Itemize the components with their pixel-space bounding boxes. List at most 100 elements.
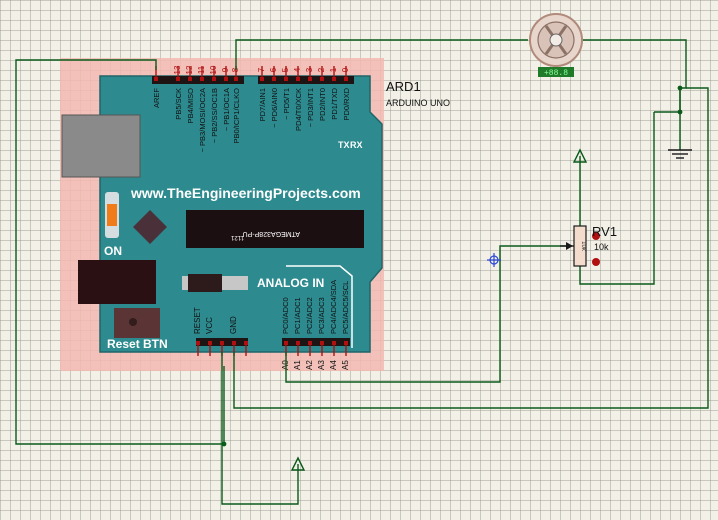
- power-terminal-top[interactable]: [572, 148, 588, 164]
- wire-vcc: [221, 352, 299, 505]
- wire-pot-wiper-a0: [285, 245, 572, 383]
- pin-pad[interactable]: [272, 77, 276, 81]
- pin-pad[interactable]: [284, 77, 288, 81]
- pin-pad[interactable]: [296, 77, 300, 81]
- power-pin-name: GND: [229, 316, 238, 334]
- junction-dot: [677, 85, 683, 91]
- digital-pin-name: PD2/INT0: [318, 88, 327, 121]
- pot-decrease-button[interactable]: [592, 258, 600, 266]
- pin-pad[interactable]: [224, 77, 228, 81]
- junction-dot: [677, 109, 683, 115]
- on-label: ON: [104, 244, 122, 258]
- pin-pad[interactable]: [308, 341, 312, 345]
- digital-pin-name: PB5/SCK: [174, 88, 183, 120]
- digital-pin-name: ~ PD5/T1: [282, 88, 291, 120]
- power-jack: [78, 260, 156, 304]
- digital-pin-number: 12: [185, 65, 194, 74]
- rx-label: RX: [350, 140, 363, 150]
- pin-pad[interactable]: [344, 341, 348, 345]
- digital-pin-number: 2: [317, 67, 326, 72]
- wire-group[interactable]: [15, 39, 709, 505]
- reset-button-cap[interactable]: [129, 318, 137, 326]
- usb-connector: [61, 114, 141, 178]
- digital-pin-number: 5: [281, 67, 290, 72]
- digital-pin-name: PB0/ICP1/CLKO: [232, 88, 241, 144]
- analog-pin-number: A2: [305, 360, 314, 370]
- analog-pin-name: PC5/ADC5/SCL: [341, 281, 350, 334]
- wire-aref-loop: [15, 59, 225, 445]
- pin-pad[interactable]: [232, 341, 236, 345]
- digital-pin-name: PD1/TXD: [330, 87, 339, 119]
- pin-pad[interactable]: [308, 77, 312, 81]
- atmega-chip: [186, 210, 364, 248]
- pot-body-value: 10k: [580, 241, 586, 252]
- digital-pin-name: PD0/RXD: [342, 87, 351, 120]
- digital-pin-number: 6: [269, 67, 278, 72]
- power-terminal-bottom[interactable]: [290, 456, 306, 472]
- digital-pin-name: ~ PD3/INT1: [306, 88, 315, 127]
- pin-pad[interactable]: [260, 77, 264, 81]
- pin-pad[interactable]: [196, 341, 200, 345]
- chip-code: 1121: [230, 234, 244, 240]
- motor[interactable]: [529, 13, 583, 67]
- ground-symbol[interactable]: [668, 149, 692, 159]
- pin-pad[interactable]: [212, 77, 216, 81]
- analog-pin-number: A4: [329, 360, 338, 370]
- wire-gnd-loop: [233, 87, 709, 409]
- reset-button-body[interactable]: [114, 308, 160, 338]
- pin-pad[interactable]: [208, 341, 212, 345]
- pin-pad[interactable]: [188, 77, 192, 81]
- pin-pad[interactable]: [200, 77, 204, 81]
- analog-pin-name: PC4/ADC4/SDA: [329, 280, 338, 334]
- pin-pad[interactable]: [320, 77, 324, 81]
- tx-label: TX: [338, 140, 350, 150]
- digital-pin-number: 0: [341, 67, 350, 72]
- power-pin-name: VCC: [205, 317, 214, 334]
- motor-readout: +88.8: [544, 69, 568, 78]
- digital-pin-number: 13: [173, 65, 182, 74]
- digital-pin-name: ~ PB1/OC1A: [222, 88, 231, 131]
- potentiometer[interactable]: 10k: [560, 225, 587, 267]
- pin-pad[interactable]: [332, 341, 336, 345]
- digital-pin-number: 11: [197, 65, 206, 74]
- digital-pin-number: 7: [257, 67, 266, 72]
- digital-pin-number: 3: [305, 67, 314, 72]
- digital-pin-name: PD4/T0/XCK: [294, 88, 303, 131]
- pin-stub-group: [154, 66, 348, 356]
- pin-pad[interactable]: [244, 341, 248, 345]
- analog-outline: [286, 265, 353, 348]
- wire-pin9-motor: [235, 39, 528, 70]
- pin-pad[interactable]: [296, 341, 300, 345]
- pin-pad[interactable]: [332, 77, 336, 81]
- pot-increase-button[interactable]: [592, 232, 600, 240]
- digital-pin-name: ~ PB2/SS/OC1B: [210, 88, 219, 143]
- analog-pin-name: PC3/ADC3: [317, 297, 326, 334]
- pin-pad[interactable]: [234, 77, 238, 81]
- pin-pad[interactable]: [176, 77, 180, 81]
- analog-pin-number: A5: [341, 360, 350, 370]
- digital-pin-name: PD7/AIN1: [258, 88, 267, 121]
- pin-pad[interactable]: [284, 341, 288, 345]
- board-ref-label: ARD1: [386, 79, 421, 94]
- digital-pin-name: ~ PD6/AIN0: [270, 88, 279, 128]
- wire-pot-bottom: [579, 112, 655, 285]
- pin-pad[interactable]: [320, 341, 324, 345]
- analog-pin-name: PC0/ADC0: [281, 297, 290, 334]
- digital-pin-name: ~ PB3/MOSI/OC2A: [198, 88, 207, 152]
- pin-pad[interactable]: [344, 77, 348, 81]
- pot-ref-label: RV1: [592, 224, 617, 239]
- analog-header: [282, 338, 350, 346]
- junction-dot: [221, 441, 227, 447]
- digital-pin-number: 1: [329, 67, 338, 72]
- pin-pad[interactable]: [154, 77, 158, 81]
- analog-pin-name: PC2/ADC2: [305, 297, 314, 334]
- reset-btn-label: Reset BTN: [107, 337, 168, 351]
- wire-motor-ground: [582, 39, 687, 150]
- board-model-label: ARDUINO UNO: [386, 98, 450, 108]
- digital-header-right: [258, 76, 354, 84]
- pin-pad[interactable]: [220, 341, 224, 345]
- arduino-board[interactable]: www.TheEngineeringProjects.com ON ANALOG…: [61, 75, 383, 353]
